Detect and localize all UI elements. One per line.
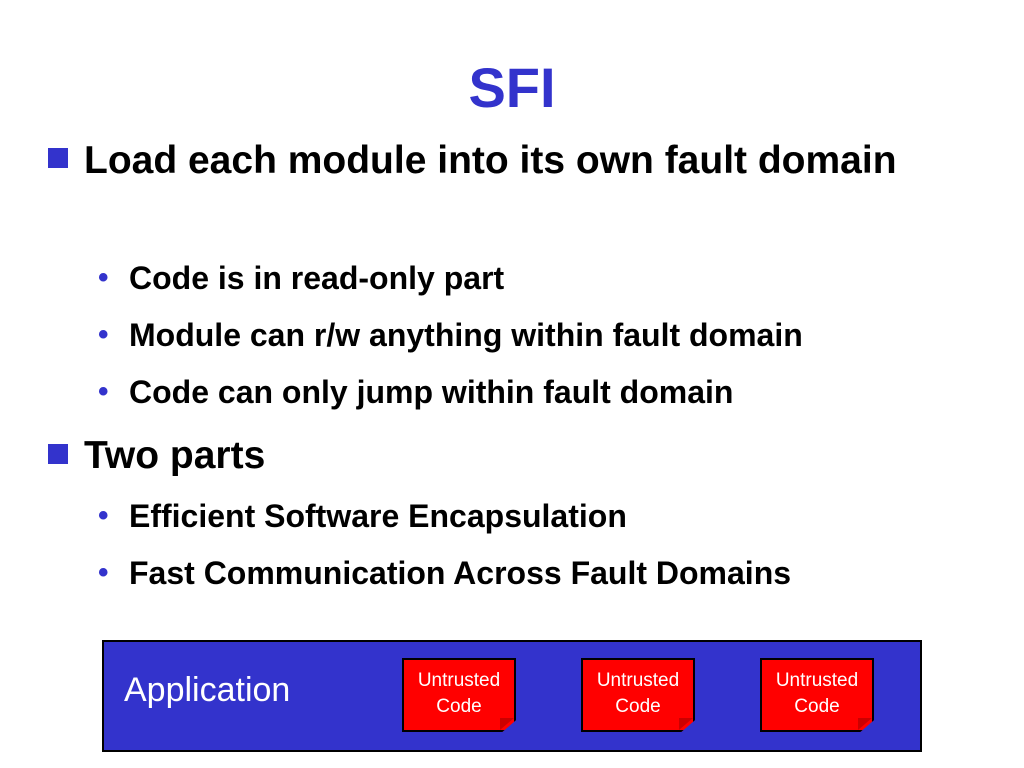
dot-bullet-icon: • <box>98 318 109 351</box>
square-bullet-icon <box>48 148 68 168</box>
untrusted-code-box: Untrusted Code <box>402 658 516 732</box>
untrusted-code-label: Untrusted Code <box>596 670 680 717</box>
bullet-1-text: Load each module into its own fault doma… <box>84 139 897 182</box>
square-bullet-icon <box>48 444 68 464</box>
sub-bullet-2-2: Fast Communication Across Fault Domains <box>129 555 792 591</box>
untrusted-code-box: Untrusted Code <box>760 658 874 732</box>
application-box: Application Untrusted Code Untrusted Cod… <box>102 640 922 752</box>
dot-bullet-icon: • <box>98 375 109 408</box>
dot-bullet-icon: • <box>98 499 109 532</box>
sub-bullet-2-1: Efficient Software Encapsulation <box>129 498 627 534</box>
application-label: Application <box>124 671 291 709</box>
dot-bullet-icon: • <box>98 556 109 589</box>
untrusted-code-box: Untrusted Code <box>581 658 695 732</box>
sub-bullet-1-3: Code can only jump within fault domain <box>129 374 734 410</box>
folded-corner-icon <box>500 718 514 730</box>
bullet-2-text: Two parts <box>84 434 266 477</box>
sub-bullet-1-1: Code is in read-only part <box>129 260 505 296</box>
dot-bullet-icon: • <box>98 261 109 294</box>
untrusted-code-label: Untrusted Code <box>775 670 859 717</box>
slide-title: SFI <box>468 56 556 119</box>
untrusted-code-label: Untrusted Code <box>417 670 501 717</box>
sub-bullet-1-2: Module can r/w anything within fault dom… <box>129 317 803 353</box>
